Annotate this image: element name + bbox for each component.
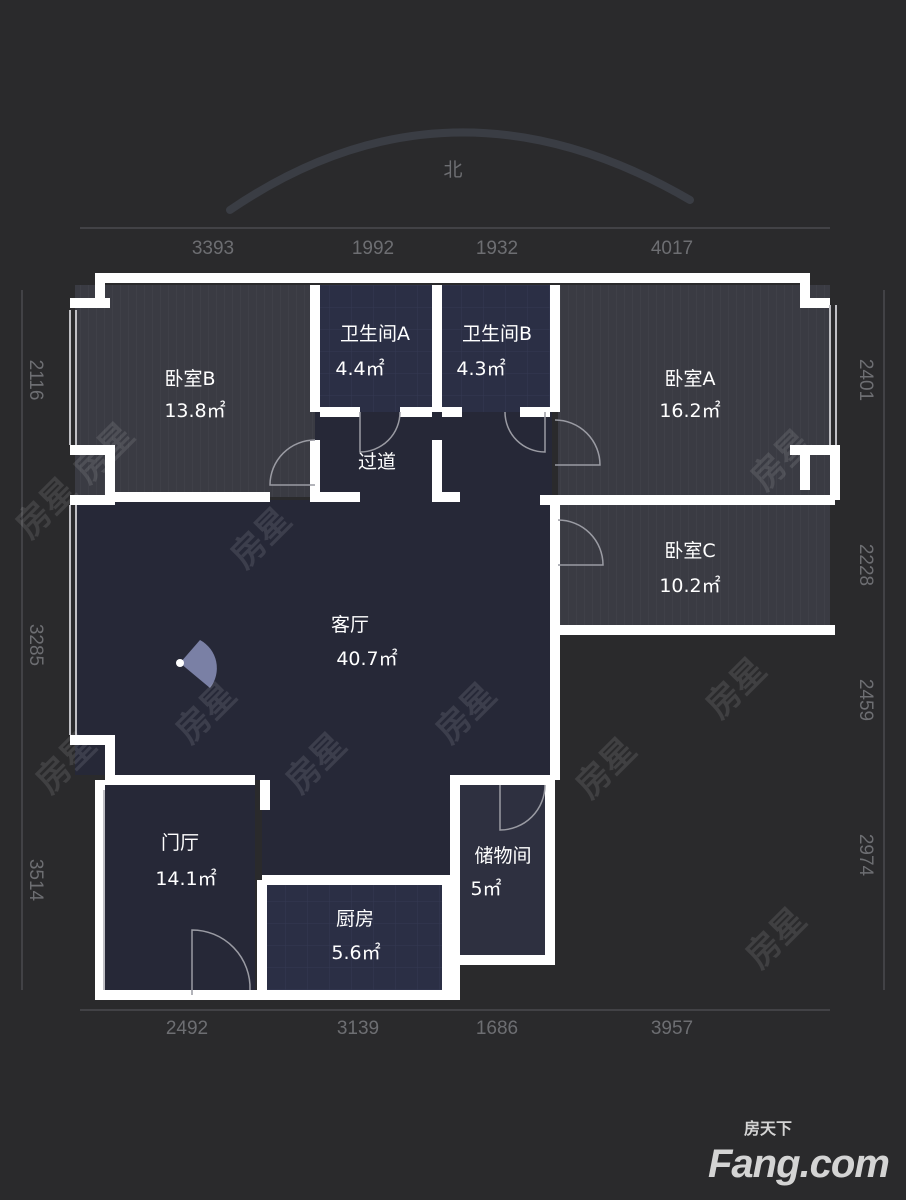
room-area-kitchen: 5.6㎡ — [331, 941, 380, 964]
dimension-right: 2401 2228 2459 2974 — [855, 359, 876, 877]
dim-top-2: 1992 — [352, 238, 394, 259]
dim-bottom-3: 1686 — [476, 1018, 518, 1039]
room-name-corridor: 过道 — [358, 451, 396, 473]
dim-left-3: 3514 — [25, 859, 46, 902]
foyer-floor — [105, 780, 255, 995]
dim-right-4: 2974 — [855, 834, 876, 877]
room-name-bedroom-b: 卧室B — [164, 368, 215, 390]
watermark: 房星 — [8, 470, 84, 546]
room-area-bedroom-a: 16.2㎡ — [659, 399, 720, 422]
dim-top-1: 3393 — [192, 238, 234, 259]
room-name-bath-b: 卫生间B — [462, 323, 532, 345]
room-area-bath-a: 4.4㎡ — [335, 357, 384, 380]
room-name-storage: 储物间 — [474, 845, 531, 867]
bath-a-floor — [320, 285, 432, 412]
room-area-bedroom-c: 10.2㎡ — [659, 574, 720, 597]
logo-text: Fang.com — [708, 1142, 890, 1186]
walls — [70, 273, 840, 1000]
room-labels: 卧室B 13.8㎡ 卫生间A 4.4㎡ 卫生间B 4.3㎡ 卧室A 16.2㎡ … — [155, 323, 720, 964]
windows — [69, 305, 837, 990]
bedroom-a-floor — [558, 285, 830, 497]
room-area-foyer: 14.1㎡ — [155, 867, 216, 890]
room-area-living: 40.7㎡ — [336, 647, 397, 670]
room-area-bath-b: 4.3㎡ — [456, 357, 505, 380]
dimension-top: 3393 1992 1932 4017 — [192, 238, 693, 259]
room-name-living: 客厅 — [331, 614, 369, 636]
living-floor — [75, 412, 552, 880]
compass-north-label: 北 — [443, 159, 462, 181]
dim-left-1: 2116 — [25, 360, 46, 401]
storage-floor — [455, 780, 550, 955]
dim-right-3: 2459 — [855, 679, 876, 721]
dim-bottom-2: 3139 — [337, 1018, 379, 1039]
dimension-left: 2116 3285 3514 — [25, 360, 46, 902]
dimension-lines — [21, 227, 885, 1011]
watermark: 房星 — [698, 650, 774, 726]
room-name-bedroom-c: 卧室C — [664, 540, 715, 562]
room-name-kitchen: 厨房 — [336, 908, 374, 930]
dim-bottom-1: 2492 — [166, 1018, 208, 1039]
room-name-bedroom-a: 卧室A — [665, 368, 716, 390]
bath-b-floor — [442, 285, 550, 412]
bedroom-c-floor — [558, 505, 830, 628]
dimension-bottom: 2492 3139 1686 3957 — [166, 1018, 693, 1039]
dim-right-2: 2228 — [855, 544, 876, 586]
watermark: 房星 — [568, 730, 644, 806]
kitchen-floor — [262, 880, 447, 992]
compass-arc — [226, 128, 694, 214]
room-area-bedroom-b: 13.8㎡ — [164, 399, 225, 422]
dim-top-4: 4017 — [651, 238, 693, 259]
dim-bottom-4: 3957 — [651, 1018, 693, 1039]
logo-cn-text: 房天下 — [744, 1119, 793, 1138]
dim-right-1: 2401 — [855, 359, 876, 401]
room-name-foyer: 门厅 — [161, 832, 199, 854]
room-floors — [75, 285, 830, 995]
dim-left-2: 3285 — [25, 624, 46, 666]
room-name-bath-a: 卫生间A — [340, 323, 410, 345]
watermark: 房星 — [738, 900, 814, 976]
viewpoint-marker-icon — [176, 640, 217, 688]
dim-top-3: 1932 — [476, 238, 518, 259]
room-area-storage: 5㎡ — [470, 877, 501, 900]
doors — [191, 411, 604, 995]
